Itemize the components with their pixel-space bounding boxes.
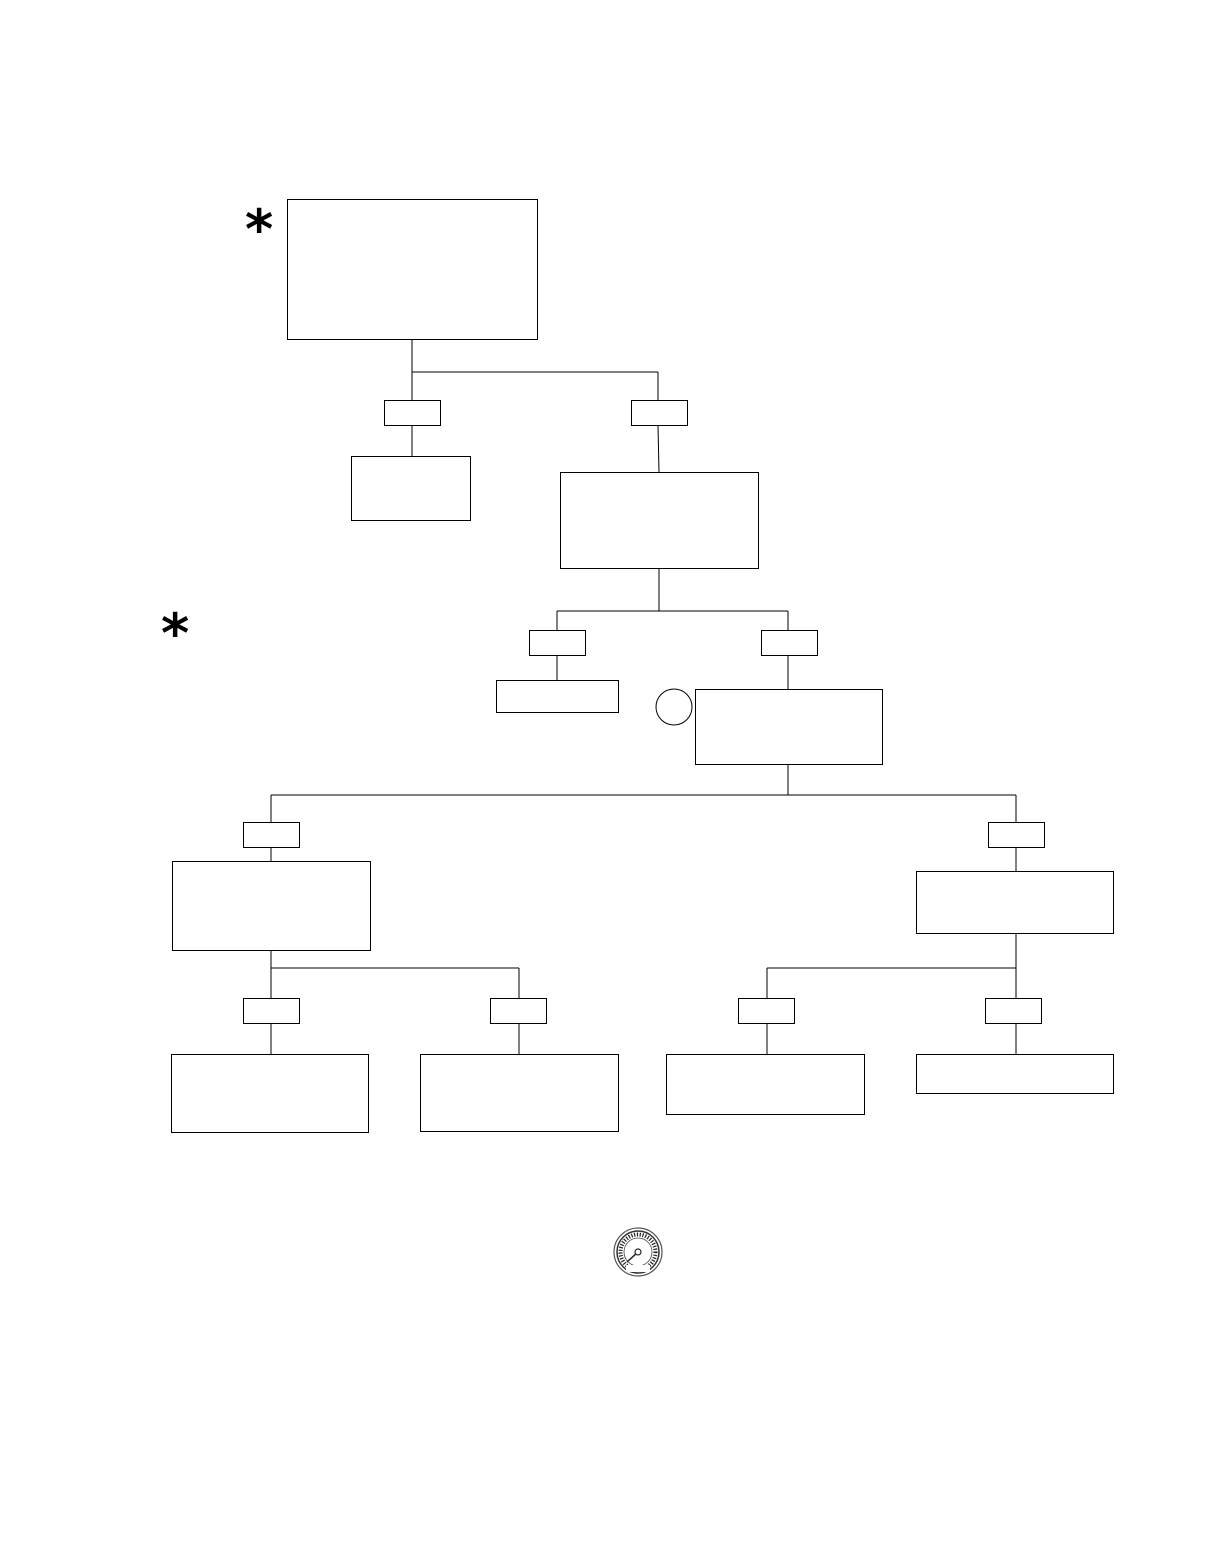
branch-label-box bbox=[529, 630, 586, 656]
branch-label-box bbox=[243, 822, 300, 848]
node-box bbox=[916, 1054, 1114, 1094]
node-box bbox=[171, 1054, 369, 1133]
branch-label-box bbox=[988, 822, 1045, 848]
root-node-box bbox=[287, 199, 538, 340]
branch-label-box bbox=[243, 998, 300, 1024]
step-marker-circle bbox=[655, 688, 693, 726]
branch-label-box bbox=[985, 998, 1042, 1024]
node-boxes bbox=[171, 199, 1114, 1133]
asterisk-marker-top: * bbox=[245, 198, 274, 261]
connector bbox=[657, 424, 660, 473]
connectors bbox=[270, 340, 1017, 1054]
node-box bbox=[916, 871, 1114, 934]
branch-label-box bbox=[490, 998, 547, 1024]
branch-label-box bbox=[631, 400, 688, 426]
speedometer-icon bbox=[613, 1227, 663, 1277]
branch-label-boxes bbox=[243, 400, 1045, 1024]
node-box bbox=[666, 1054, 865, 1115]
node-box bbox=[695, 689, 883, 765]
node-box bbox=[351, 456, 471, 521]
node-box bbox=[420, 1054, 619, 1132]
branch-label-box bbox=[384, 400, 441, 426]
node-box bbox=[172, 861, 371, 951]
branch-label-box bbox=[761, 630, 818, 656]
asterisk-marker-middle: * bbox=[161, 602, 190, 665]
branch-label-box bbox=[738, 998, 795, 1024]
node-box bbox=[496, 680, 619, 713]
node-box bbox=[560, 472, 759, 569]
